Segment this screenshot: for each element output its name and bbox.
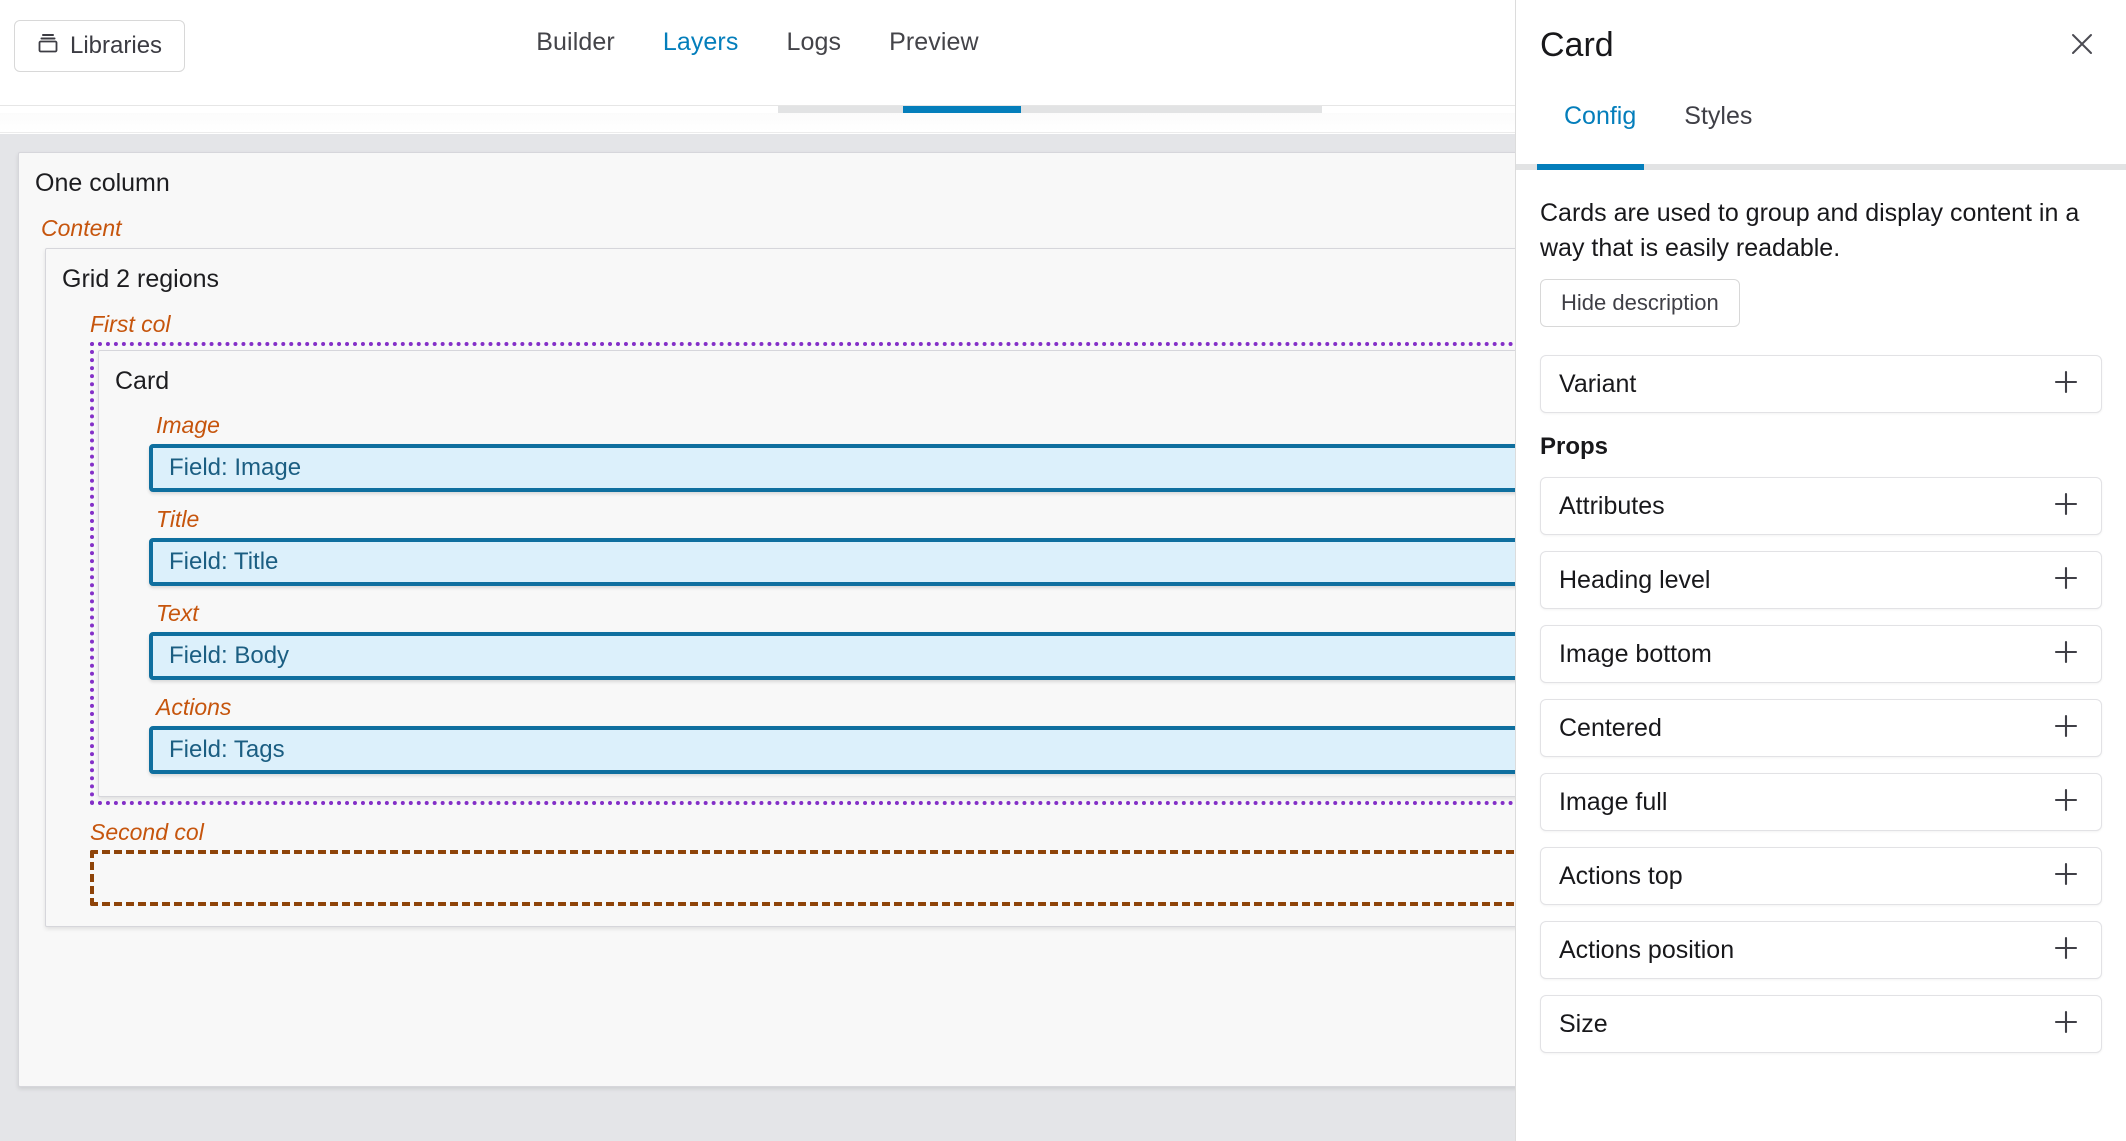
region-label-text: Text xyxy=(156,600,199,627)
region-label-image: Image xyxy=(156,412,220,439)
plus-icon xyxy=(2053,935,2079,966)
accordion-centered[interactable]: Centered xyxy=(1540,699,2102,757)
component-description: Cards are used to group and display cont… xyxy=(1540,199,2080,262)
primary-nav-tabs: Builder Layers Logs Preview xyxy=(0,0,1515,106)
card-region-title: Title Field: Title xyxy=(99,492,1515,587)
region-label-first-col: First col xyxy=(90,310,171,337)
accordion-actions-position[interactable]: Actions position xyxy=(1540,921,2102,979)
layer-card-title: Card xyxy=(115,366,170,395)
layer-one-column-title: One column xyxy=(35,169,170,197)
tab-layers[interactable]: Layers xyxy=(662,28,739,56)
tab-styles[interactable]: Styles xyxy=(1684,102,1753,130)
accordion-attributes-label: Attributes xyxy=(1559,491,1665,520)
layer-one-column[interactable]: One column Content Grid 2 regions First … xyxy=(18,152,1515,1087)
layers-canvas[interactable]: One column Content Grid 2 regions First … xyxy=(0,134,1515,1141)
plus-icon xyxy=(2053,565,2079,596)
accordion-image-bottom-label: Image bottom xyxy=(1559,639,1712,668)
accordion-centered-label: Centered xyxy=(1559,713,1662,742)
accordion-actions-position-label: Actions position xyxy=(1559,935,1735,964)
accordion-actions-top[interactable]: Actions top xyxy=(1540,847,2102,905)
accordion-heading-level-label: Heading level xyxy=(1559,565,1711,594)
card-region-image: Image Field: Image xyxy=(99,398,1515,493)
top-bar: Libraries Builder Layers Logs Preview xyxy=(0,0,1515,106)
library-stack-icon xyxy=(37,32,59,61)
accordion-variant-label: Variant xyxy=(1559,369,1637,398)
libraries-button-label: Libraries xyxy=(70,32,163,59)
card-region-text: Text Field: Body xyxy=(99,586,1515,681)
panel-title: Card xyxy=(1540,25,1614,64)
close-icon[interactable] xyxy=(2060,22,2104,66)
accordion-variant[interactable]: Variant xyxy=(1540,355,2102,413)
field-chip-title[interactable]: Field: Title xyxy=(149,538,1515,587)
layer-card[interactable]: Card Image Field: Image Title Field: Tit… xyxy=(98,349,1515,798)
accordion-image-bottom[interactable]: Image bottom xyxy=(1540,625,2102,683)
accordion-image-full-label: Image full xyxy=(1559,787,1668,816)
region-label-content: Content xyxy=(41,214,122,241)
tab-logs[interactable]: Logs xyxy=(786,28,842,56)
accordion-attributes[interactable]: Attributes xyxy=(1540,477,2102,535)
plus-icon xyxy=(2053,639,2079,670)
plus-icon xyxy=(2053,787,2079,818)
region-first-col-selection[interactable]: Card Image Field: Image Title Field: Tit… xyxy=(90,341,1515,806)
tab-strip-active-indicator xyxy=(903,106,1021,113)
panel-body: Cards are used to group and display cont… xyxy=(1516,170,2126,1053)
region-label-actions: Actions xyxy=(156,694,232,721)
plus-icon xyxy=(2053,1009,2079,1040)
region-second-col-dropzone[interactable] xyxy=(90,850,1515,907)
field-chip-image[interactable]: Field: Image xyxy=(149,444,1515,493)
accordion-heading-level[interactable]: Heading level xyxy=(1540,551,2102,609)
accordion-size-label: Size xyxy=(1559,1009,1608,1038)
accordion-actions-top-label: Actions top xyxy=(1559,861,1683,890)
sub-header-band xyxy=(0,113,1515,133)
tab-strip-track xyxy=(778,106,1322,113)
libraries-button[interactable]: Libraries xyxy=(14,20,186,72)
panel-header: Card xyxy=(1516,0,2126,90)
plus-icon xyxy=(2053,861,2079,892)
component-settings-panel: Card Config Styles Cards are used to gro… xyxy=(1515,0,2126,1141)
layer-grid-2-regions[interactable]: Grid 2 regions First col Card Image Fiel… xyxy=(45,247,1515,928)
layer-grid-title: Grid 2 regions xyxy=(62,264,220,293)
tab-preview[interactable]: Preview xyxy=(889,28,979,56)
region-label-second-col: Second col xyxy=(90,819,204,846)
panel-tabs: Config Styles xyxy=(1516,90,2126,152)
panel-tab-active-indicator xyxy=(1537,164,1644,170)
hide-description-button[interactable]: Hide description xyxy=(1540,279,1740,327)
tab-underline-strip xyxy=(0,106,1515,114)
plus-icon xyxy=(2053,491,2079,522)
plus-icon xyxy=(2053,713,2079,744)
tab-builder[interactable]: Builder xyxy=(536,28,615,56)
accordion-size[interactable]: Size xyxy=(1540,995,2102,1053)
main-area: Libraries Builder Layers Logs Preview On… xyxy=(0,0,1515,1141)
field-chip-body[interactable]: Field: Body xyxy=(149,632,1515,681)
region-label-title: Title xyxy=(156,506,200,533)
card-region-actions: Actions Field: Tags xyxy=(99,680,1515,775)
field-chip-tags[interactable]: Field: Tags xyxy=(149,726,1515,775)
tab-config[interactable]: Config xyxy=(1564,102,1637,130)
panel-tab-underline xyxy=(1516,164,2126,170)
plus-icon xyxy=(2053,369,2079,400)
props-heading: Props xyxy=(1540,433,1609,460)
accordion-image-full[interactable]: Image full xyxy=(1540,773,2102,831)
